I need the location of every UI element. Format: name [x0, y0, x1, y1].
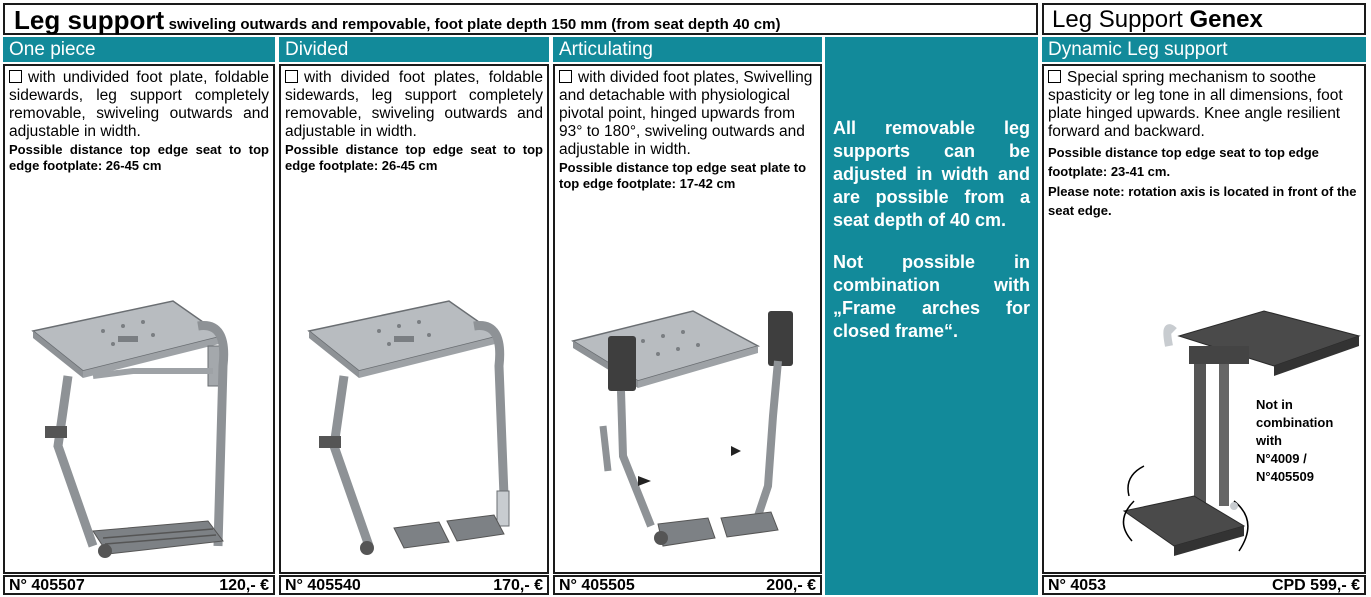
caption-divided: Divided [279, 37, 549, 62]
info-text-1: All removable leg supports can be adjust… [833, 118, 1030, 230]
caption-articulating: Articulating [553, 37, 822, 62]
product-note: Possible distance top edge seat to top e… [285, 142, 543, 173]
genex-title-part1: Leg Support [1052, 6, 1190, 33]
one-piece-leg-support-image [31, 300, 229, 558]
product-price: 170,- € [493, 577, 543, 594]
product-card-articulating: with divided foot plates, Swivelling and… [553, 64, 822, 574]
product-footer-one-piece: N° 405507 120,- € [3, 575, 275, 595]
product-card-one-piece: with undivided foot plate, foldable side… [3, 64, 275, 574]
checkbox-icon[interactable] [559, 70, 572, 83]
product-number: N° 4053 [1048, 577, 1106, 594]
info-panel: All removable leg supports can be adjust… [825, 37, 1038, 595]
dynamic-leg-support-image [1122, 310, 1361, 556]
product-description: with undivided foot plate, foldable side… [9, 69, 269, 173]
product-note-2: Please note: rotation axis is located in… [1048, 184, 1357, 218]
product-number: N° 405507 [9, 577, 85, 594]
product-card-dynamic: Special spring mechanism to soothe spast… [1042, 64, 1366, 574]
product-footer-dynamic: N° 4053 CPD 599,- € [1042, 575, 1366, 595]
product-footer-articulating: N° 405505 200,- € [553, 575, 822, 595]
product-price: CPD 599,- € [1271, 577, 1360, 594]
product-description: with divided foot plates, foldable sidew… [285, 69, 543, 173]
caption-dynamic: Dynamic Leg support [1042, 37, 1366, 62]
product-price: 200,- € [766, 577, 816, 594]
product-number: N° 405540 [285, 577, 361, 594]
product-card-divided: with divided foot plates, foldable sidew… [279, 64, 549, 574]
product-note: Possible distance top edge seat plate to… [559, 160, 807, 191]
product-description: Special spring mechanism to soothe spast… [1044, 68, 1364, 220]
product-number: N° 405505 [559, 577, 635, 594]
product-footer-divided: N° 405540 170,- € [279, 575, 549, 595]
caption-one-piece: One piece [3, 37, 275, 62]
checkbox-icon[interactable] [1048, 70, 1061, 83]
info-text-2: Not possible in combination with „Frame … [833, 252, 1030, 341]
product-price: 120,- € [219, 577, 269, 594]
product-description: with divided foot plates, Swivelling and… [555, 68, 820, 192]
product-note: Possible distance top edge seat to top e… [9, 142, 269, 173]
checkbox-icon[interactable] [285, 70, 298, 83]
product-note-1: Possible distance top edge seat to top e… [1048, 145, 1319, 179]
side-note: Not in combination with N°4009 / N°40550… [1256, 397, 1334, 484]
page-subtitle: swiveling outwards and rempovable, foot … [168, 16, 781, 33]
articulating-leg-support-image [571, 310, 793, 547]
page-title: Leg support [14, 5, 165, 35]
checkbox-icon[interactable] [9, 70, 22, 83]
right-header: Leg Support Genex [1042, 3, 1366, 35]
left-header: Leg support swiveling outwards and rempo… [3, 3, 1038, 35]
genex-title-brand: Genex [1189, 6, 1263, 33]
divided-leg-support-image [307, 300, 510, 555]
